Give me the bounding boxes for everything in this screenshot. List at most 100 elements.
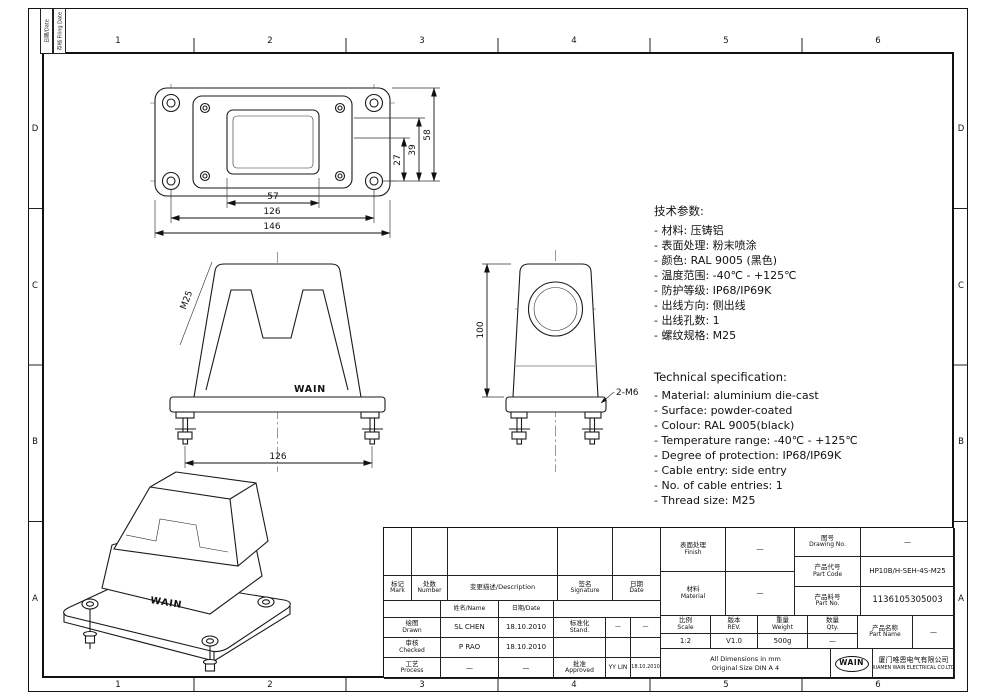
zone-top-3: 3 — [419, 36, 425, 46]
iso-brand-text: WAIN — [150, 595, 183, 611]
mounting-holes — [161, 93, 384, 191]
flange-outline — [154, 87, 391, 197]
part-name-label-cell: 产品名称 Part Name — [858, 616, 913, 649]
cover-inner-line — [232, 115, 314, 169]
material-value: — — [756, 589, 764, 598]
weight-value: 500g — [773, 636, 792, 645]
zone-left-c: C — [32, 281, 38, 291]
scale-label-cell: 比例 Scale — [661, 616, 711, 634]
filing-box-cell: 存档 Filing Date — [53, 8, 66, 54]
dimension-lines-top-view — [154, 87, 437, 236]
mounting-studs-front — [175, 417, 383, 445]
approved-label-en: Approved — [565, 667, 594, 675]
finish-value: — — [756, 545, 764, 554]
finish-label-cell: 表面处理 Finish — [661, 528, 726, 572]
spec-en-line-entries: - No. of cable entries: 1 — [654, 479, 783, 492]
process-date: — — [522, 663, 530, 672]
drawing-no-value: — — [904, 537, 911, 546]
zone-bottom-1: 1 — [115, 680, 121, 690]
hood-footprint — [192, 95, 353, 189]
mounting-studs-side — [509, 417, 603, 445]
qty-value-cell: — — [808, 634, 858, 649]
number-label-en: Number — [417, 587, 442, 595]
zone-top-2: 2 — [267, 36, 273, 46]
wain-logo: WAIN — [834, 655, 869, 672]
part-code-value-cell: HP10B/H-SEH-4S-M25 — [861, 557, 955, 587]
zone-top-6: 6 — [875, 36, 881, 46]
base-pad-left — [175, 411, 195, 419]
drawing-no-label-cell: 图号 Drawing No. — [795, 528, 861, 557]
drawing-no-label: 图号 — [821, 533, 834, 542]
finish-label: 表面处理 — [680, 541, 706, 550]
cover-outline — [226, 109, 320, 175]
zone-top-1: 1 — [115, 36, 121, 46]
screw-callout-leader — [600, 391, 615, 404]
rev-value: V1.0 — [726, 636, 742, 645]
staff-empty-cell — [606, 638, 631, 658]
spec-en-title: Technical specification: — [654, 370, 787, 384]
spec-en-line-material: - Material: aluminium die-cast — [654, 389, 819, 402]
cable-entry-boss — [527, 281, 584, 337]
side-extension-lines — [482, 263, 511, 398]
finish-label-en: Finish — [684, 548, 702, 556]
iso-view: WAIN — [63, 471, 291, 672]
material-label: 材料 — [686, 585, 700, 594]
logo-cell: WAIN — [831, 649, 873, 679]
process-name: — — [466, 663, 473, 672]
rev-header-description: 变更描述/Description — [448, 576, 558, 601]
iso-hood-edges — [149, 482, 257, 567]
part-name-value-cell: — — [913, 616, 955, 649]
stand-label-cell: 标准化 Stand. — [554, 618, 606, 638]
technical-specs-cn: 技术参数: - 材料: 压铸铝 - 表面处理: 粉末喷涂 - 颜色: RAL 9… — [654, 203, 797, 343]
drawn-label-en: Drawn — [402, 626, 422, 634]
qty-label: 数量 — [826, 616, 839, 625]
spec-en-line-temperature: - Temperature range: -40℃ - +125℃ — [654, 434, 858, 447]
revision-empty-cell — [384, 528, 412, 576]
staff-empty-cell — [384, 601, 441, 618]
rev-header-mark: 标记 Mark — [384, 576, 412, 601]
revision-empty-cell — [558, 528, 613, 576]
zone-bottom-2: 2 — [267, 680, 273, 690]
drawn-label-cell: 绘图 Drawn — [384, 618, 441, 638]
approved-date: 18.10.2010 — [631, 664, 660, 671]
front-brand-text: WAIN — [294, 384, 326, 395]
iso-hood-body — [113, 471, 269, 567]
zone-left-a: A — [32, 594, 38, 604]
side-pad-right — [584, 411, 602, 419]
zone-right-c: C — [958, 281, 964, 291]
approved-name: YY LIN — [608, 663, 628, 671]
drawn-date: 18.10.2010 — [505, 623, 547, 632]
spec-cn-line-protection: - 防护等级: IP68/IP69K — [654, 284, 772, 297]
staff-empty-cell — [554, 601, 661, 618]
hood-inner-contour — [205, 289, 349, 391]
base-flange-side — [505, 396, 607, 413]
rev-header-signature: 签名 Signature — [558, 576, 613, 601]
title-block: 标记 Mark 处数 Number 变更描述/Description 签名 Si… — [383, 527, 955, 679]
drawn-label: 绘图 — [405, 619, 419, 628]
date-label: 日期 — [630, 579, 643, 588]
drawing-no-value-cell: — — [861, 528, 955, 557]
material-label-en: Material — [680, 592, 706, 600]
description-label: 变更描述/Description — [469, 583, 536, 592]
number-label: 处数 — [423, 579, 436, 588]
dim-126-front-label: 126 — [269, 452, 286, 462]
stand-label-en: Stand. — [569, 626, 590, 634]
spec-en-line-protection: - Degree of protection: IP68/IP69K — [654, 449, 842, 462]
rev-label-en: REV. — [727, 623, 741, 631]
rev-value-cell: V1.0 — [711, 634, 758, 649]
weight-label-en: Weight — [772, 623, 793, 631]
dim-100-label: 100 — [476, 321, 486, 338]
scale-label: 比例 — [679, 616, 692, 625]
approved-label-cell: 批准 Approved — [554, 658, 606, 679]
part-no-label-cell: 产品料号 Part No. — [795, 587, 861, 616]
checked-name: P RAO — [458, 643, 481, 652]
thread-callout-m25: M25 — [179, 290, 195, 312]
dim-146-label: 146 — [263, 222, 280, 232]
note-line-2: Original Size DIN A 4 — [711, 663, 780, 672]
company-name-en: XIAMEN WAIN ELECTRICAL CO.LTD — [873, 666, 955, 671]
spec-cn-line-entries: - 出线孔数: 1 — [654, 314, 720, 327]
cover-screws — [199, 102, 346, 182]
zone-left-b: B — [32, 437, 38, 447]
dim-39-label: 39 — [408, 144, 418, 156]
revision-empty-cell — [412, 528, 448, 576]
